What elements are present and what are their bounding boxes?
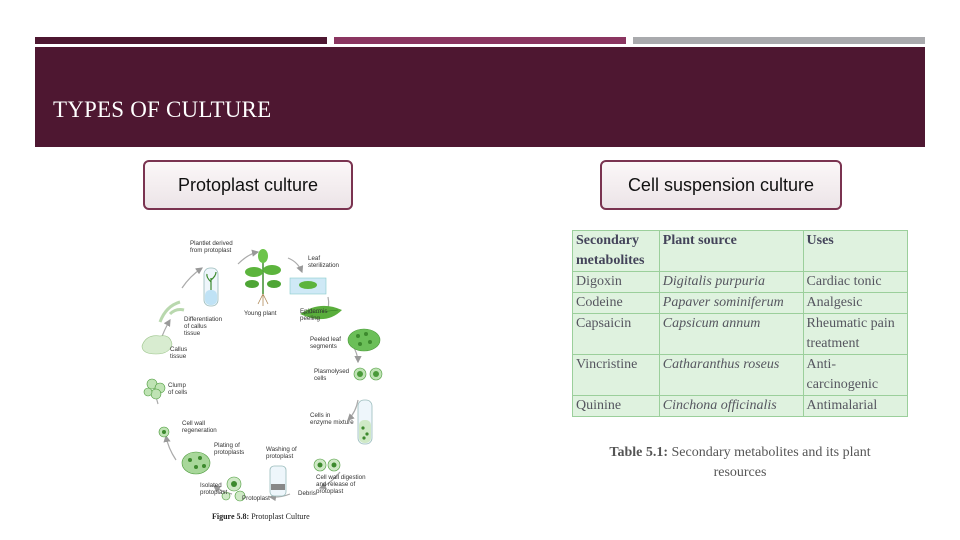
clump-of-cells <box>143 378 166 400</box>
protoplast-cycle-diagram <box>141 249 383 502</box>
leaf-sterilization <box>289 277 327 295</box>
cell-plant-source: Capsicum annum <box>658 313 804 355</box>
header-plant-source: Plant source <box>658 230 804 272</box>
table-row: Vincristine Catharanthus roseus Anti-car… <box>572 354 909 396</box>
peeled-leaf-segments <box>347 328 381 352</box>
cell-plant-source: Papaver sominiferum <box>658 292 804 314</box>
header-uses: Uses <box>802 230 909 272</box>
accent-bar-3 <box>633 37 925 44</box>
washing-tube <box>269 465 287 497</box>
table-caption: Table 5.1: Secondary metabolites and its… <box>600 443 880 483</box>
epidermis-leaf <box>300 305 342 320</box>
cell-metabolite: Capsaicin <box>572 313 660 355</box>
label-callus-tissue: Callus tissue <box>170 346 188 360</box>
label-debris: Debris <box>298 490 316 497</box>
cell-uses: Cardiac tonic <box>802 271 909 293</box>
cell-plant-source: Cinchona officinalis <box>658 395 804 417</box>
protoplast-culture-label: Protoplast culture <box>143 160 353 210</box>
cell-metabolite: Codeine <box>572 292 660 314</box>
table-row: Digoxin Digitalis purpuria Cardiac tonic <box>572 271 909 293</box>
label-clump-of-cells: Clump of cells <box>168 382 188 396</box>
table-row: Capsaicin Capsicum annum Rheumatic pain … <box>572 313 909 355</box>
figure-caption: Figure 5.8: Protoplast Culture <box>212 512 310 521</box>
cell-uses: Rheumatic pain treatment <box>802 313 909 355</box>
cell-plant-source: Digitalis purpuria <box>658 271 804 293</box>
cell-metabolite: Vincristine <box>572 354 660 396</box>
title-band: TYPES OF CULTURE <box>35 47 925 147</box>
table-header-row: Secondary metabolites Plant source Uses <box>572 230 909 272</box>
label-peeled-leaf: Peeled leaf segments <box>310 336 341 350</box>
enzyme-tube <box>357 399 373 445</box>
secondary-metabolites-table: Secondary metabolites Plant source Uses … <box>572 230 909 417</box>
figure-caption-text: Protoplast Culture <box>249 512 310 521</box>
cell-suspension-culture-label: Cell suspension culture <box>600 160 842 210</box>
plating-dish <box>181 451 211 475</box>
table-row: Codeine Papaver sominiferum Analgesic <box>572 292 909 314</box>
cell-plant-source: Catharanthus roseus <box>658 354 804 396</box>
label-differentiation: Differentiation of callus tissue <box>184 316 223 337</box>
label-washing: Washing of protoplast <box>266 446 297 460</box>
cell-metabolite: Digoxin <box>572 271 660 293</box>
slide-title: TYPES OF CULTURE <box>53 97 272 122</box>
accent-bar-2 <box>334 37 626 44</box>
label-leaf-sterilization: Leaf sterilization <box>308 255 339 269</box>
table-row: Quinine Cinchona officinalis Antimalaria… <box>572 395 909 417</box>
label-cells-enzyme: Cells in enzyme mixture <box>310 412 354 426</box>
cell-wall-regeneration <box>158 426 170 438</box>
protoplast-culture-figure: Plantlet derived from protoplast Leaf st… <box>130 222 398 527</box>
label-cell-wall-regeneration: Cell wall regeneration <box>182 420 217 434</box>
label-cell-wall-digestion: Cell wall digestion and release of proto… <box>316 474 366 495</box>
figure-caption-prefix: Figure 5.8: <box>212 512 250 521</box>
accent-bar-1 <box>35 37 327 44</box>
cell-uses: Anti-carcinogenic <box>802 354 909 396</box>
label-epidermis-peeling: Epidermis peeling <box>300 308 328 322</box>
header-metabolites: Secondary metabolites <box>572 230 660 272</box>
label-isolated-protoplast: Isolated protoplast <box>200 482 228 496</box>
cell-uses: Analgesic <box>802 292 909 314</box>
label-young-plant: Young plant <box>244 310 277 317</box>
label-plasmolysed-cells: Plasmolysed cells <box>314 368 350 382</box>
cell-wall-digestion <box>313 458 341 472</box>
table-caption-prefix: Table 5.1: <box>609 445 669 460</box>
isolated-protoplasts <box>221 476 246 502</box>
plasmolysed-cells <box>353 367 383 381</box>
table-caption-text: Secondary metabolites and its plant reso… <box>668 445 871 480</box>
callus-tissue <box>141 335 173 355</box>
differentiation-shoot <box>158 300 185 323</box>
label-plating: Plating of protoplasts <box>214 442 245 456</box>
label-protoplast: Protoplast <box>242 495 270 502</box>
label-plantlet: Plantlet derived from protoplast <box>190 240 233 254</box>
cell-metabolite: Quinine <box>572 395 660 417</box>
young-plant <box>245 249 281 306</box>
cell-uses: Antimalarial <box>802 395 909 417</box>
plantlet-tube <box>203 267 219 307</box>
